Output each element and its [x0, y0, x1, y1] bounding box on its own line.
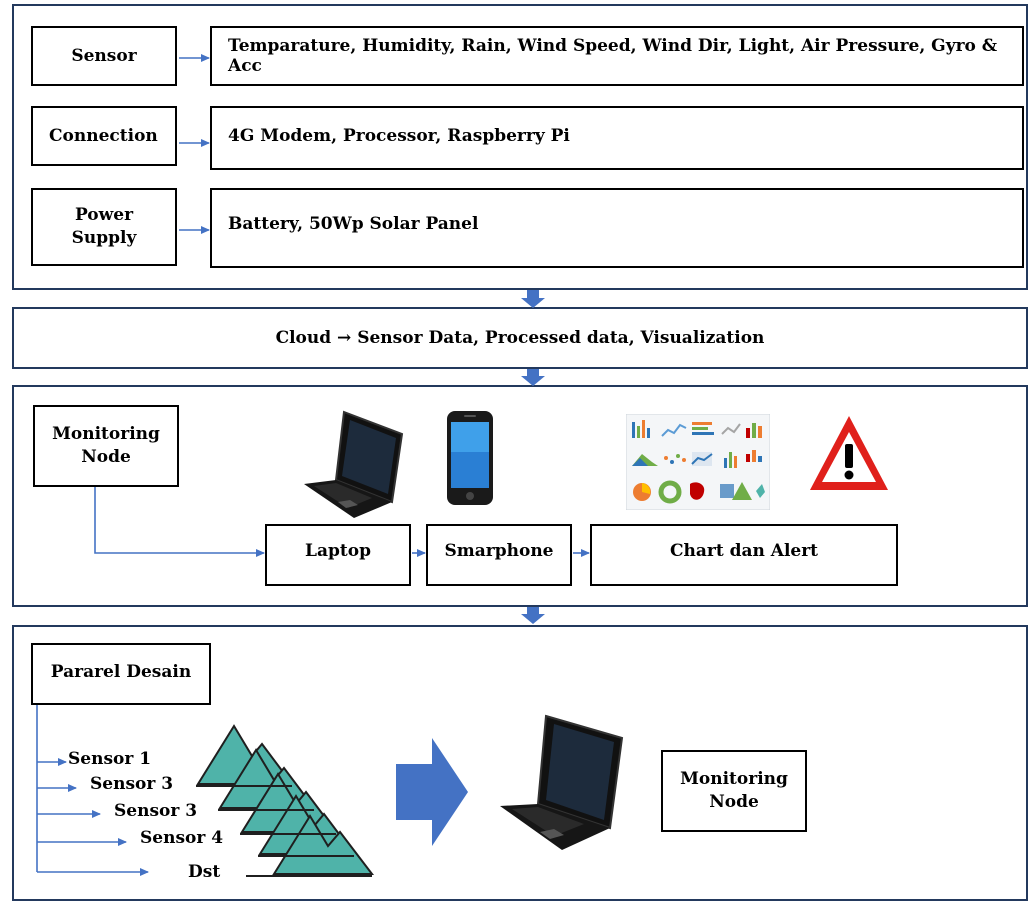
parallel-node-line1: Monitoring: [680, 769, 788, 790]
chart-dashboard-icon: [626, 414, 770, 510]
monitoring-node-line2: Node: [81, 447, 131, 467]
sensor-1-label: Sensor 1: [68, 749, 152, 769]
sensor-items-box: Temparature, Humidity, Rain, Wind Speed,…: [210, 26, 1024, 86]
laptop-icon: [304, 410, 404, 518]
big-right-arrow-icon: [396, 738, 468, 846]
parallel-panel: [12, 625, 1028, 901]
sensor-4-label: Sensor 4: [140, 828, 224, 848]
power-label-box: Power Supply: [31, 188, 177, 266]
connection-items: 4G Modem, Processor, Raspberry Pi: [228, 126, 570, 146]
sensor-label-box: Sensor: [31, 26, 177, 86]
down-arrow-3: [521, 607, 545, 624]
monitoring-node-line1: Monitoring: [52, 424, 160, 445]
smartphone-icon: [447, 411, 493, 505]
warning-icon: [810, 416, 888, 490]
sensor-3a-label: Sensor 3: [90, 774, 174, 794]
power-items: Battery, 50Wp Solar Panel: [228, 214, 479, 234]
down-arrow-2: [521, 369, 545, 386]
parallel-node-box: Monitoring Node: [661, 750, 807, 832]
dst-label: Dst: [188, 862, 221, 882]
chart-alert-box: Chart dan Alert: [590, 524, 898, 586]
laptop-icon-parallel: [500, 714, 624, 850]
mountain-icon: [196, 724, 375, 877]
parallel-node-line2: Node: [709, 792, 759, 812]
smartphone-label: Smarphone: [444, 541, 554, 561]
connection-label-box: Connection: [31, 106, 177, 166]
smartphone-box: Smarphone: [426, 524, 572, 586]
cloud-panel: Cloud → Sensor Data, Processed data, Vis…: [12, 307, 1028, 369]
sensor-label: Sensor: [71, 45, 137, 66]
laptop-box: Laptop: [265, 524, 411, 586]
power-items-box: Battery, 50Wp Solar Panel: [210, 188, 1024, 268]
down-arrow-1: [521, 290, 545, 308]
sensor-3b-label: Sensor 3: [114, 801, 198, 821]
monitoring-node-box: Monitoring Node: [33, 405, 179, 487]
power-label-line2: Supply: [71, 228, 137, 248]
sensor-items: Temparature, Humidity, Rain, Wind Speed,…: [228, 36, 998, 76]
power-label-line1: Power: [74, 205, 134, 226]
laptop-label: Laptop: [305, 541, 371, 561]
chart-alert-label: Chart dan Alert: [669, 541, 819, 561]
parallel-title: Pararel Desain: [50, 662, 192, 682]
connection-items-box: 4G Modem, Processor, Raspberry Pi: [210, 106, 1024, 170]
parallel-title-box: Pararel Desain: [31, 643, 211, 705]
connection-label: Connection: [49, 126, 158, 146]
cloud-text: Cloud → Sensor Data, Processed data, Vis…: [275, 327, 765, 348]
